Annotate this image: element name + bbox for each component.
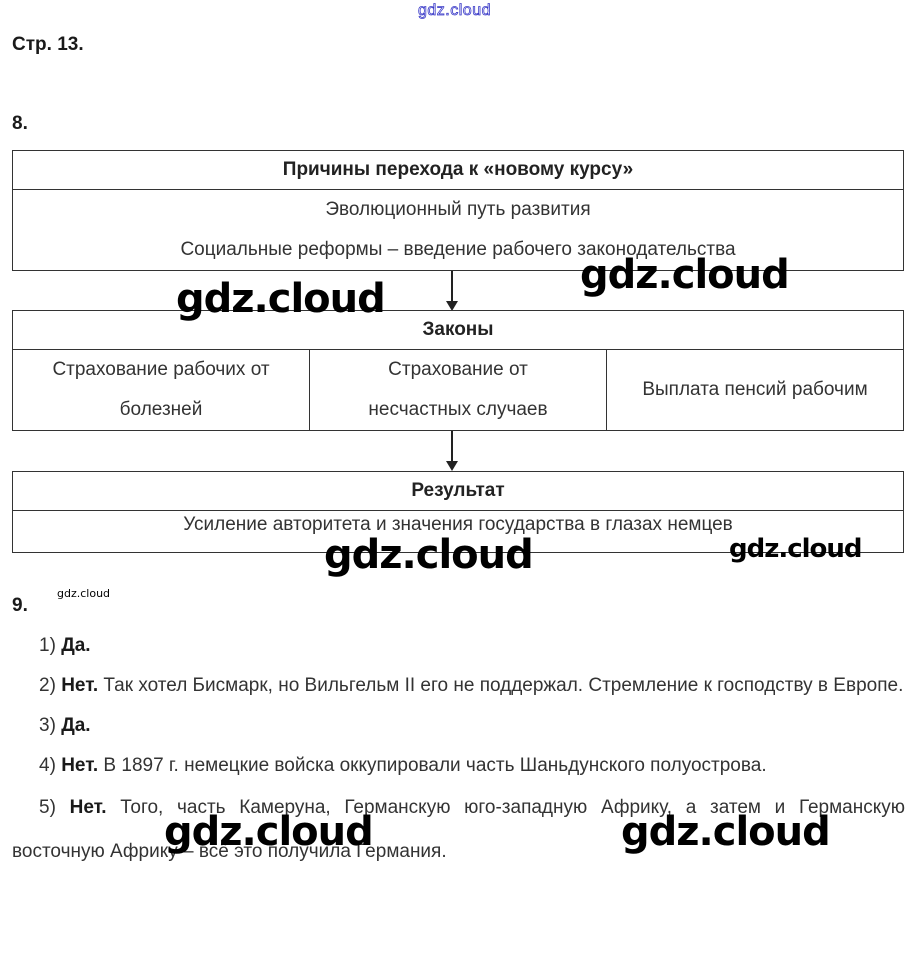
causes-box: Причины перехода к «новому курсу» Эволюц…	[12, 150, 904, 271]
watermark: gdz.cloud	[57, 587, 111, 600]
answer-item: 2) Нет. Так хотел Бисмарк, но Вильгельм …	[39, 675, 904, 696]
cause-item: Эволюционный путь развития	[325, 199, 591, 220]
watermark: gdz.cloud	[176, 276, 386, 322]
arrow-down-icon	[446, 271, 458, 311]
answer-item: 4) Нет. В 1897 г. немецкие войска оккупи…	[39, 755, 767, 776]
law-item: Выплата пенсий рабочим	[606, 350, 903, 430]
result-box: Результат Усиление авторитета и значения…	[12, 471, 904, 553]
watermark: gdz.cloud	[729, 534, 863, 564]
task-9-answers: 1) Да. 2) Нет. Так хотел Бисмарк, но Вил…	[12, 626, 905, 874]
task-8-number: 8.	[12, 113, 28, 134]
watermark: gdz.cloud	[324, 532, 534, 578]
watermark: gdz.cloud	[164, 809, 374, 855]
causes-title: Причины перехода к «новому курсу»	[13, 151, 903, 190]
answer-item: 5) Нет. Того, часть Камеруна, Германскую…	[12, 797, 906, 862]
result-text: Усиление авторитета и значения государст…	[183, 514, 733, 535]
answer-item: 1) Да.	[39, 635, 91, 656]
cause-item: Социальные реформы – введение рабочего з…	[180, 239, 736, 260]
result-title: Результат	[13, 472, 903, 511]
arrow-down-icon	[446, 431, 458, 471]
watermark: gdz.cloud	[580, 252, 790, 298]
watermark: gdz.cloud	[621, 809, 831, 855]
task-9-number: 9.	[12, 595, 28, 616]
answer-item: 3) Да.	[39, 715, 91, 736]
page-reference: Стр. 13.	[12, 34, 84, 55]
laws-title: Законы	[13, 311, 903, 350]
watermark-top: gdz.cloud	[418, 2, 491, 20]
